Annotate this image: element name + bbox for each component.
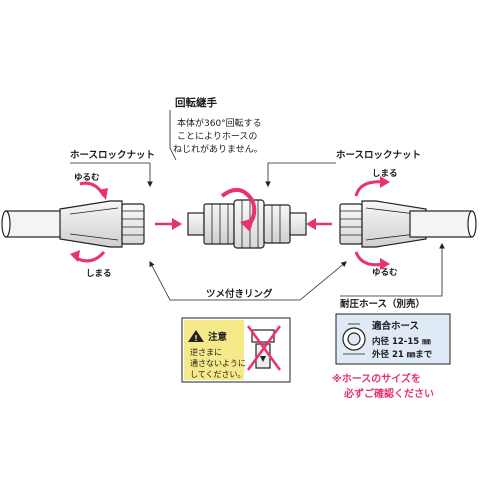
caution-line: してください。 xyxy=(190,370,246,379)
right-hose-assembly xyxy=(339,200,477,248)
swivel-left-collar xyxy=(203,203,235,245)
swivel-joint xyxy=(187,199,307,249)
loosen-right-label: ゆるむ xyxy=(372,268,398,278)
tighten-arrow-right xyxy=(354,180,385,197)
compatible-hose-title: 適合ホース xyxy=(372,320,419,332)
swivel-right-collar xyxy=(263,204,291,244)
tighten-left-label: しまる xyxy=(86,269,112,279)
compatible-hose-outer: 外径 21 ㎜まで xyxy=(371,349,433,360)
compatible-hose-box: 適合ホース 内径 12-15 ㎜ 外径 21 ㎜まで xyxy=(335,313,451,365)
lock-nut-left-leader xyxy=(70,162,153,188)
hose-size-warning: ※ホースのサイズを xyxy=(332,372,421,385)
caution-title: 注意 xyxy=(208,331,228,343)
caution-line: 通さないように xyxy=(190,358,246,368)
svg-text:!: ! xyxy=(194,334,198,343)
tighten-right-label: しまる xyxy=(372,169,398,179)
hose-cross-section-icon xyxy=(342,323,366,355)
caution-panel xyxy=(184,320,244,380)
caution-box: ! 注意 逆さまに 通さないように してください。 xyxy=(181,317,291,383)
left-lock-nut-body xyxy=(59,200,123,248)
lock-nut-left-label: ホースロックナット xyxy=(70,150,155,161)
wrong-orientation-icon xyxy=(246,325,282,371)
left-knurled-collar xyxy=(121,203,145,245)
swivel-title: 回転継手 xyxy=(175,96,217,109)
lock-nut-right-leader xyxy=(265,162,336,188)
caution-icon xyxy=(188,330,204,342)
swivel-leader-line xyxy=(169,110,177,161)
right-hose xyxy=(409,210,473,238)
right-knurled-collar xyxy=(339,203,363,245)
compatible-hose-inner: 内径 12-15 ㎜ xyxy=(372,336,431,347)
swivel-desc-line: 本体が360°回転する xyxy=(177,117,262,129)
pressure-hose-leader xyxy=(340,242,445,297)
loosen-arrow-right xyxy=(354,251,385,267)
claw-ring-label: ツメ付きリング xyxy=(206,288,273,300)
swivel-desc-line: ねじれがありません。 xyxy=(173,143,263,155)
hose-size-warning: 必ずご確認ください xyxy=(343,387,434,400)
swivel-description: 本体が360°回転する ことによりホースの ねじれがありません。 xyxy=(173,117,263,155)
lock-nut-right-label: ホースロックナット xyxy=(336,150,421,161)
claw-ring-leader xyxy=(149,261,347,301)
tighten-arrow-left xyxy=(75,250,106,263)
loosen-left-label: ゆるむ xyxy=(74,173,100,183)
left-hose-assembly xyxy=(1,200,145,248)
caution-line: 逆さまに xyxy=(190,347,222,357)
swivel-desc-line: ことによりホースの xyxy=(177,131,257,142)
pressure-hose-label: 耐圧ホース（別売） xyxy=(340,298,425,310)
